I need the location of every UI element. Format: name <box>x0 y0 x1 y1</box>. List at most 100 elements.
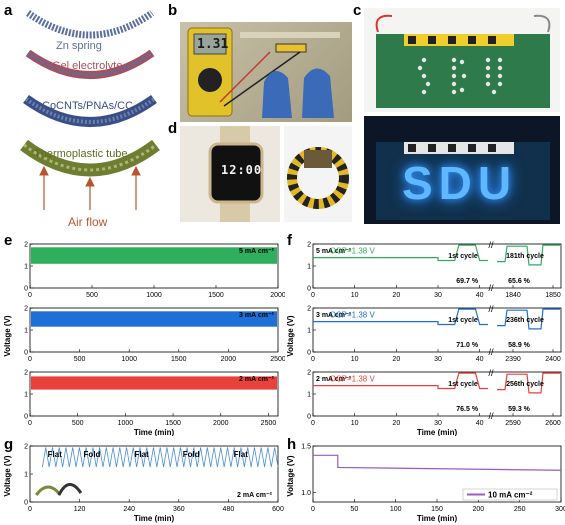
chart-f3-ytick-label: 0 <box>307 414 311 421</box>
chart-e3-xtick-label: 500 <box>72 420 84 427</box>
chart-e2-xtick-label: 2500 <box>270 356 285 363</box>
chart-h-xtick-label: 0 <box>311 506 315 513</box>
chart-f2-ocp-label: OCP=1.38 V <box>330 311 376 320</box>
chart-f3-xlabel: Time (min) <box>417 428 458 436</box>
chart-f2-late-cycle-label: 236th cycle <box>506 317 544 324</box>
chart-e3-xtick-label: 1000 <box>118 420 134 427</box>
chart-f1-ytick-label: 2 <box>307 242 311 249</box>
chart-e2-ytick-label: 1 <box>24 328 28 335</box>
chart-f1-current-label: 5 mA cm⁻² <box>316 248 352 255</box>
chart-g-xtick-label: 360 <box>173 506 185 513</box>
watch-time: 12:00 <box>221 163 263 177</box>
chart-e1-voltage-band <box>31 247 277 264</box>
chart-f3-xtick-label: 0 <box>311 420 315 427</box>
chart-h-xlabel: Time (min) <box>417 514 458 523</box>
label-cathode: CoCNTs/PNAs/CC <box>42 100 133 112</box>
chart-f2-late-cycle-trace <box>497 308 560 330</box>
chart-f3-first-cycle-trace <box>313 372 488 390</box>
chart-h-ytick-label: 1.0 <box>301 490 311 497</box>
chart-f1-first-cycle-trace <box>313 244 488 262</box>
air-flow-arrows <box>39 165 141 210</box>
chart-g-ytick-label: 1 <box>24 472 28 479</box>
chart-f2-xtick-label: 20 <box>392 356 400 363</box>
chart-f2-axis-break: // <box>488 347 494 357</box>
chart-e2-xtick-label: 1000 <box>121 356 137 363</box>
panel-letter-d: d <box>168 120 178 137</box>
chart-f1-late-cycle-label: 181th cycle <box>506 253 544 260</box>
panel-c-photo-off <box>364 8 560 112</box>
chart-f2-xtick-label: 2390 <box>505 356 521 363</box>
chart-f3-axis-break-top: // <box>488 368 494 378</box>
chart-e3-voltage-band <box>31 376 277 390</box>
chart-h-xtick-label: 300 <box>555 506 565 513</box>
chart-e2-xtick-label: 1500 <box>171 356 187 363</box>
chart-g-state-label: Flat <box>48 450 63 459</box>
chart-f1-late-cycle-trace <box>497 244 560 266</box>
panel-a-schematic: Zn spring Gel electrolyte CoCNTs/PNAs/CC… <box>20 10 160 229</box>
cathode-illustration <box>23 94 157 127</box>
chart-f3-ytick-label: 1 <box>307 392 311 399</box>
chart-g-state-label: Flat <box>234 450 249 459</box>
chart-f2-ytick-label: 2 <box>307 306 311 313</box>
chart-e3-xtick-label: 0 <box>28 420 32 427</box>
chart-e1-ytick-label: 2 <box>24 242 28 249</box>
chart-f2-first-cycle-efficiency: 71.0 % <box>456 342 479 349</box>
multimeter-reading: 1.31 <box>197 37 229 52</box>
chart-f2-xtick-label: 30 <box>434 356 442 363</box>
chart-f1-ytick-label: 0 <box>307 286 311 293</box>
chart-e2-xtick-label: 2000 <box>221 356 237 363</box>
chart-f2-late-cycle-efficiency: 58.9 % <box>508 342 531 349</box>
chart-f3-late-cycle-trace <box>497 372 560 394</box>
chart-f3-late-cycle-label: 256th cycle <box>506 381 544 388</box>
chart-f2-current-label: 3 mA cm⁻² <box>316 312 352 319</box>
chart-g-state-label: Fold <box>84 450 101 459</box>
chart-f3-first-cycle-label: 1st cycle <box>448 381 478 388</box>
chart-e1-xtick-label: 2000 <box>270 292 285 299</box>
chart-h-xtick-label: 250 <box>514 506 526 513</box>
led-sdu-text: SDU <box>402 157 518 209</box>
chart-f2-xtick-label: 0 <box>311 356 315 363</box>
panel-g-ylabel: Voltage (V) <box>3 455 12 497</box>
chart-f3-late-cycle-efficiency: 59.3 % <box>508 406 531 413</box>
chart-e3-ytick-label: 0 <box>24 414 28 421</box>
panel-letter-c: c <box>353 2 362 19</box>
chart-e1-xtick-label: 1000 <box>146 292 162 299</box>
chart-f1-xtick-label: 0 <box>311 292 315 299</box>
led-dots-off <box>417 57 503 95</box>
chart-e3-xlabel: Time (min) <box>134 428 175 436</box>
chart-e3-ytick-label: 2 <box>24 370 28 377</box>
chart-e2-ytick-label: 2 <box>24 306 28 313</box>
chart-h-xtick-label: 100 <box>390 506 402 513</box>
panel-letter-h: h <box>287 436 297 453</box>
chart-h-xtick-label: 50 <box>350 506 358 513</box>
chart-g-xtick-label: 240 <box>123 506 135 513</box>
chart-f1-late-cycle-efficiency: 65.6 % <box>508 278 531 285</box>
chart-h-xtick-label: 150 <box>431 506 443 513</box>
label-air-flow: Air flow <box>68 215 108 229</box>
chart-e2-xtick-label: 0 <box>28 356 32 363</box>
panel-e-ylabel: Voltage (V) <box>3 315 12 357</box>
label-gel-electrolyte: Gel electrolyte <box>52 60 122 72</box>
chart-f1-first-cycle-efficiency: 69.7 % <box>456 278 479 285</box>
chart-g-state-label: Fold <box>183 450 200 459</box>
chart-g-xtick-label: 120 <box>74 506 86 513</box>
chart-h-ytick-label: 1.5 <box>301 444 311 451</box>
chart-e3-xtick-label: 2500 <box>261 420 277 427</box>
panel-c-photo-on: SDU <box>364 116 560 224</box>
chart-g-xtick-label: 0 <box>28 506 32 513</box>
panel-letter-b: b <box>168 2 178 19</box>
chart-e2-voltage-band <box>31 311 277 327</box>
chart-g-xtick-label: 600 <box>272 506 284 513</box>
chart-f2-first-cycle-trace <box>313 308 488 326</box>
panel-letter-a: a <box>4 2 13 19</box>
chart-f1-ytick-label: 1 <box>307 264 311 271</box>
chart-f3-first-cycle-efficiency: 76.5 % <box>456 406 479 413</box>
chart-f3-axis-break: // <box>488 411 494 421</box>
chart-g-xtick-label: 480 <box>223 506 235 513</box>
chart-f3-ytick-label: 2 <box>307 370 311 377</box>
chart-f2-xtick-label: 40 <box>476 356 484 363</box>
chart-g-cable-inset-2 <box>57 483 83 496</box>
